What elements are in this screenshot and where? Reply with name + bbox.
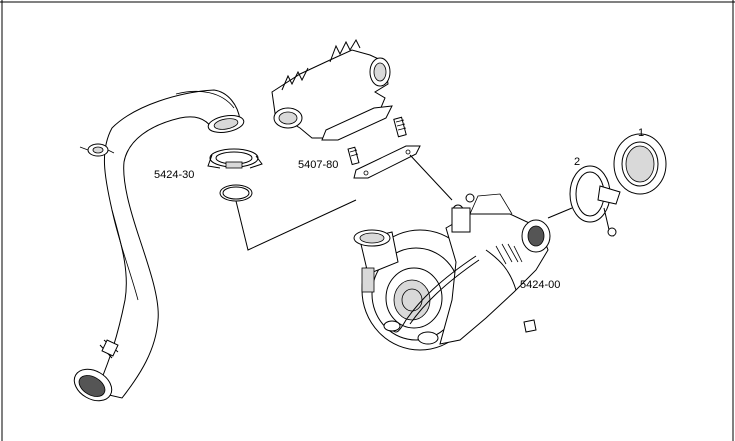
turbocharger [353,193,551,351]
v-band-clamp-2 [569,165,621,237]
callout-2: 2 [574,156,580,168]
clamp-5424-30 [207,148,263,169]
callout-5424-30: 5424-30 [154,169,194,181]
callout-5407-80: 5407-80 [298,159,338,171]
intake-pipe [73,89,245,402]
leader-lines [235,154,573,251]
gasket-ring-1 [613,133,667,195]
o-ring [219,184,253,202]
callout-1: 1 [638,127,644,139]
manifold-gasket [353,145,421,179]
studs-5407-80 [347,116,407,166]
exhaust-manifold [271,38,393,141]
callout-5424-00: 5424-00 [520,279,560,291]
